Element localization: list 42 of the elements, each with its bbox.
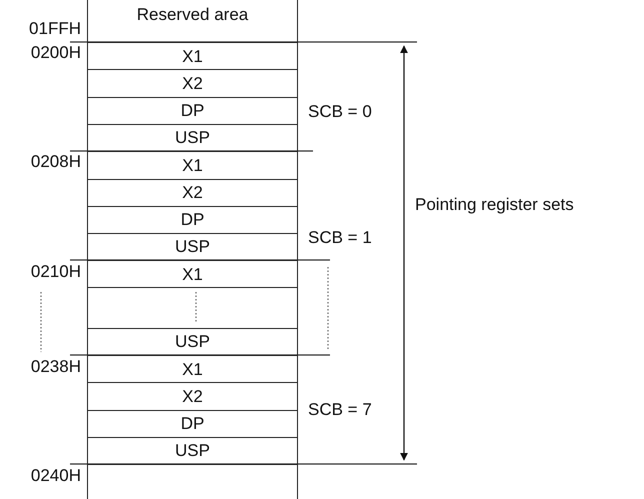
memory-cell <box>87 355 298 383</box>
memory-cell <box>87 287 298 329</box>
register-name: USP <box>175 129 210 146</box>
register-name: USP <box>175 238 210 255</box>
span-label: Pointing register sets <box>415 196 574 213</box>
memory-cell <box>87 97 298 125</box>
address-label: 0238H <box>30 358 81 375</box>
memory-cell <box>87 0 298 43</box>
memory-cell <box>87 151 298 180</box>
register-name: X1 <box>182 360 203 378</box>
memory-cell <box>87 437 298 465</box>
memory-cell <box>87 42 298 70</box>
memory-cell <box>87 464 298 499</box>
address-label: 0208H <box>30 153 81 170</box>
address-label: 0200H <box>30 44 81 61</box>
address-label: 0210H <box>30 263 81 280</box>
register-name: DP <box>180 102 204 119</box>
memory-cell <box>87 328 298 356</box>
register-name: DP <box>180 415 204 432</box>
register-name: X1 <box>182 157 203 174</box>
bank-label: SCB = 0 <box>308 103 372 120</box>
register-name: X2 <box>182 388 203 404</box>
memory-cell <box>87 124 298 152</box>
address-label: 0240H <box>30 467 81 484</box>
memory-cell <box>87 179 298 207</box>
bank-label: SCB = 1 <box>308 229 372 246</box>
register-name: X1 <box>182 48 203 64</box>
register-name: X2 <box>182 184 203 201</box>
memory-cell <box>87 69 298 98</box>
register-name: USP <box>175 333 210 350</box>
address-label: 01FFH <box>29 20 81 37</box>
bank-label: SCB = 7 <box>308 401 372 418</box>
register-name: X2 <box>182 74 203 92</box>
memory-cell <box>87 382 298 411</box>
memory-cell <box>87 260 298 288</box>
memory-cell <box>87 410 298 438</box>
register-name: USP <box>175 442 210 459</box>
register-name: DP <box>180 211 204 228</box>
memory-cell <box>87 233 298 261</box>
register-name: Reserved area <box>136 6 248 23</box>
register-name: X1 <box>182 266 203 282</box>
memory-cell <box>87 206 298 234</box>
